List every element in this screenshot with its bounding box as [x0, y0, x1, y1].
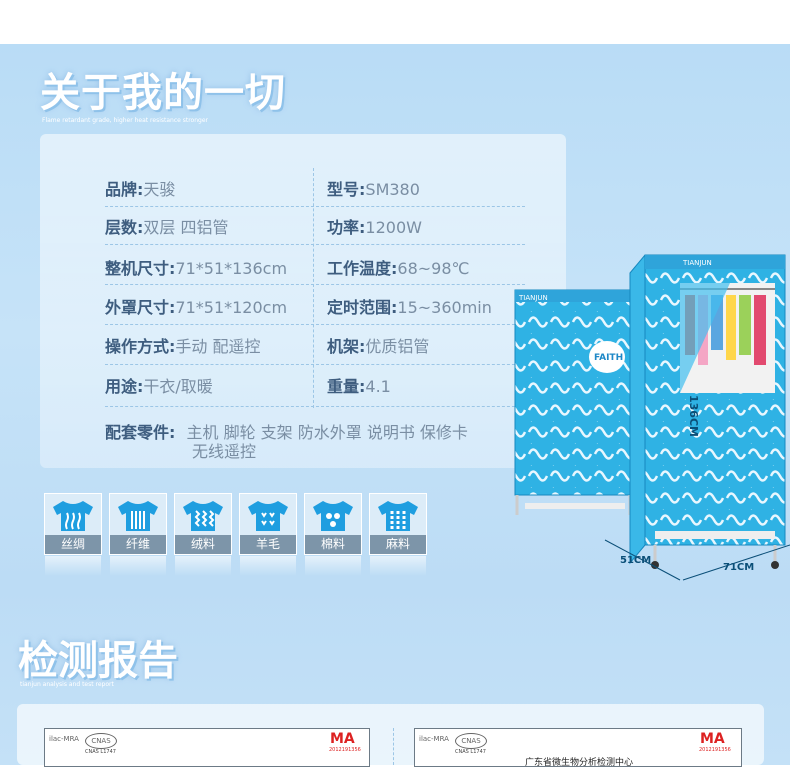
- fabric-label: 丝绸: [45, 535, 101, 554]
- velvet-shirt-icon: [183, 501, 223, 531]
- spec-model: 型号:SM380: [327, 180, 420, 199]
- fiber-shirt-icon: [118, 501, 158, 531]
- section-title-report: 检测报告: [18, 638, 178, 684]
- fabric-label: 纤维: [110, 535, 166, 554]
- row-divider: [105, 406, 525, 407]
- wool-shirt-icon: [248, 501, 288, 531]
- fabric-tile-fiber: 纤维: [109, 493, 167, 576]
- tile-reflection: [175, 556, 231, 576]
- cnas-logo: CNAS: [85, 733, 117, 749]
- tile-reflection: [370, 556, 426, 576]
- linen-shirt-icon: [378, 501, 418, 531]
- section-title-about: 关于我的一切: [40, 70, 286, 116]
- fabric-tile-linen: 麻料: [369, 493, 427, 576]
- faith-logo: FAITH: [594, 353, 623, 363]
- tile-reflection: [110, 556, 166, 576]
- row-divider: [105, 244, 525, 245]
- fabric-label: 麻料: [370, 535, 426, 554]
- report-heading: 广东省微生物分析检测中心: [525, 758, 634, 768]
- cma-number: 2012191356: [329, 747, 361, 753]
- tile-reflection: [240, 556, 296, 576]
- section-subtitle-about: Flame retardant grade, higher heat resis…: [42, 117, 208, 124]
- cma-logo: MA: [330, 731, 355, 747]
- spec-frame: 机架:优质铝管: [327, 337, 430, 356]
- section-subtitle-report: tianjun analysis and test report: [20, 681, 114, 688]
- spec-overall-size: 整机尺寸:71*51*136cm: [105, 259, 288, 278]
- width-label: 71CM: [723, 562, 754, 573]
- fabric-tile-wool: 羊毛: [239, 493, 297, 576]
- ilac-logo: ilac-MRA: [419, 735, 449, 743]
- silk-shirt-icon: [53, 501, 93, 531]
- dryer-product-image: TIANJUN FAITH TIANJUN 136CM 51CM 71CM: [514, 254, 790, 581]
- fabric-label: 羊毛: [240, 535, 296, 554]
- spec-weight: 重量:4.1: [327, 377, 391, 396]
- test-report-1: ilac-MRA CNAS CNAS L1747 MA 2012191356: [44, 728, 370, 767]
- cotton-shirt-icon: [313, 501, 353, 531]
- row-divider: [105, 284, 525, 285]
- spec-divider: [313, 168, 314, 408]
- tile-reflection: [45, 556, 101, 576]
- row-divider: [105, 206, 525, 207]
- cma-number: 2012191356: [699, 747, 731, 753]
- spec-layers: 层数:双层 四铝管: [105, 218, 229, 237]
- cma-logo: MA: [700, 731, 725, 747]
- row-divider: [105, 364, 525, 365]
- spec-work-temp: 工作温度:68~98℃: [327, 259, 470, 278]
- row-divider: [105, 324, 525, 325]
- fabric-label: 棉料: [305, 535, 361, 554]
- cnas-number: CNAS L1747: [455, 749, 486, 755]
- spec-usage: 用途:干衣/取暖: [105, 377, 213, 396]
- fabric-tile-cotton: 棉料: [304, 493, 362, 576]
- fabric-label: 绒料: [175, 535, 231, 554]
- fabric-tile-silk: 丝绸: [44, 493, 102, 576]
- spec-power: 功率:1200W: [327, 218, 422, 237]
- ilac-logo: ilac-MRA: [49, 735, 79, 743]
- depth-label: 51CM: [620, 555, 651, 566]
- spec-card: [40, 134, 566, 468]
- brand-text-large: TIANJUN: [682, 259, 712, 267]
- height-label: 136CM: [687, 395, 700, 437]
- spec-accessories-line2: 无线遥控: [192, 442, 257, 461]
- spec-cover-size: 外罩尺寸:71*51*120cm: [105, 298, 288, 317]
- spec-timer-range: 定时范围:15~360min: [327, 298, 492, 317]
- fabric-tile-velvet: 绒料: [174, 493, 232, 576]
- test-report-2: ilac-MRA CNAS CNAS L1747 MA 2012191356 广…: [414, 728, 742, 768]
- cnas-number: CNAS L1747: [85, 749, 116, 755]
- tile-reflection: [305, 556, 361, 576]
- spec-operation: 操作方式:手动 配遥控: [105, 337, 261, 356]
- cnas-logo: CNAS: [455, 733, 487, 749]
- spec-accessories: 配套零件: 主机 脚轮 支架 防水外罩 说明书 保修卡: [105, 423, 468, 442]
- brand-text-small: TIANJUN: [518, 294, 548, 302]
- spec-brand: 品牌:天骏: [105, 180, 176, 199]
- report-divider: [393, 728, 394, 765]
